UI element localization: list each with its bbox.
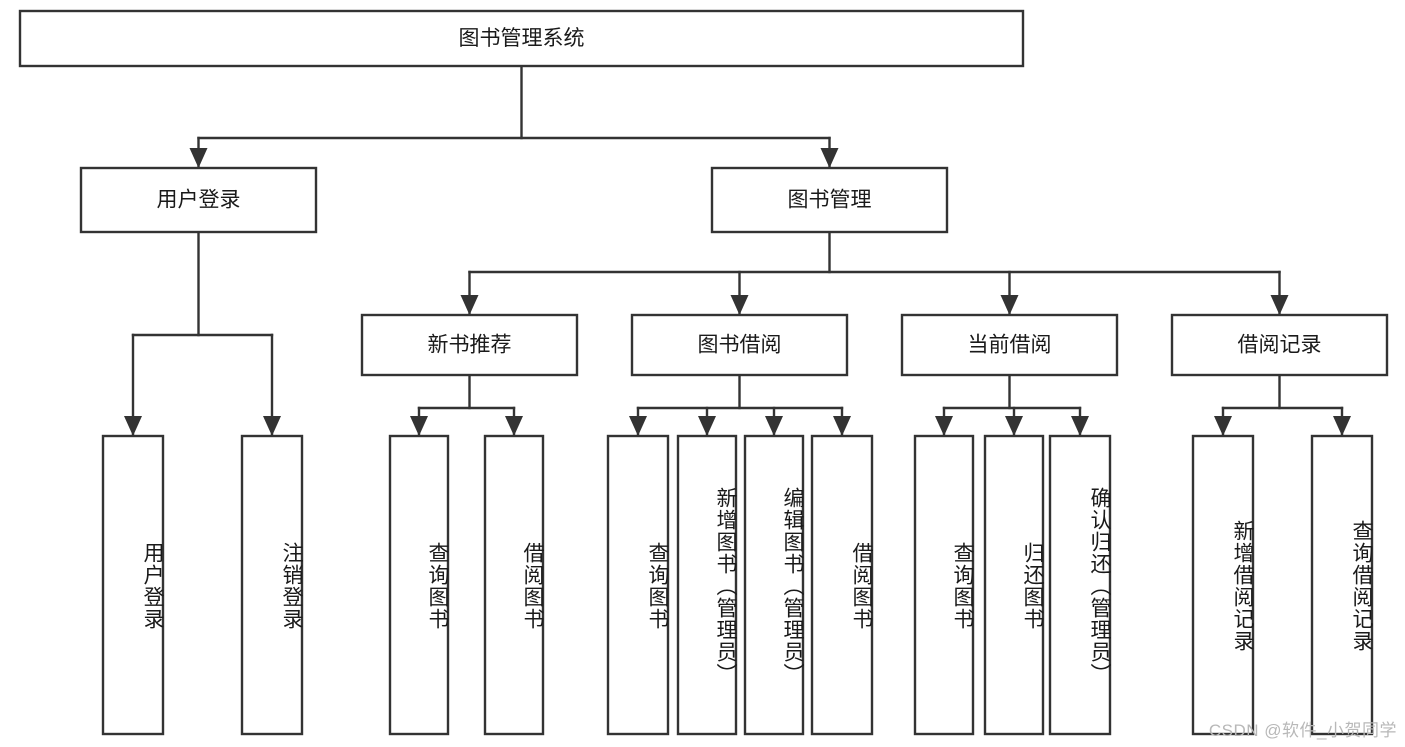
node-l2-book-mgmt[interactable] <box>710 166 949 234</box>
node-label-l3-current-borrow: 当前借阅 <box>968 334 1052 357</box>
node-root[interactable] <box>18 9 1025 68</box>
node-l4-edit-book[interactable] <box>743 434 805 736</box>
node-box-l4-borrow-books-b[interactable] <box>810 434 874 736</box>
csdn-watermark: CSDN @软件_小贺同学 <box>1208 721 1397 740</box>
node-l3-current-borrow[interactable] <box>900 313 1119 377</box>
node-l4-query-books-c[interactable] <box>913 434 975 736</box>
boxes-layer <box>18 9 1389 736</box>
node-box-l4-add-book[interactable] <box>676 434 738 736</box>
node-label-root: 图书管理系统 <box>459 27 585 50</box>
node-box-l4-query-books-a[interactable] <box>388 434 450 736</box>
node-l3-new-book-rec[interactable] <box>360 313 579 377</box>
node-l2-user-login[interactable] <box>79 166 318 234</box>
node-label-l3-borrow-record: 借阅记录 <box>1238 334 1322 357</box>
node-label-l3-book-borrow: 图书借阅 <box>698 334 782 357</box>
node-box-l4-query-books-b[interactable] <box>606 434 670 736</box>
node-label-l2-book-mgmt: 图书管理 <box>788 189 872 212</box>
node-box-l3-current-borrow[interactable] <box>900 313 1119 377</box>
node-l4-query-books-a[interactable] <box>388 434 450 736</box>
node-l4-borrow-books-b[interactable] <box>810 434 874 736</box>
node-box-l4-add-record[interactable] <box>1191 434 1255 736</box>
edges-layer <box>124 64 1351 437</box>
node-l3-borrow-record[interactable] <box>1170 313 1389 377</box>
node-l4-return-book[interactable] <box>983 434 1045 736</box>
node-l4-user-login[interactable] <box>101 434 165 736</box>
node-l4-query-record[interactable] <box>1310 434 1374 736</box>
node-l4-add-record[interactable] <box>1191 434 1255 736</box>
node-box-l4-user-login[interactable] <box>101 434 165 736</box>
node-box-root[interactable] <box>18 9 1025 68</box>
node-box-l4-return-book[interactable] <box>983 434 1045 736</box>
node-l4-borrow-books-a[interactable] <box>483 434 545 736</box>
node-l4-logout[interactable] <box>240 434 304 736</box>
node-l4-add-book[interactable] <box>676 434 738 736</box>
node-l3-book-borrow[interactable] <box>630 313 849 377</box>
node-box-l3-borrow-record[interactable] <box>1170 313 1389 377</box>
node-box-l3-new-book-rec[interactable] <box>360 313 579 377</box>
node-box-l2-user-login[interactable] <box>79 166 318 234</box>
node-box-l4-query-record[interactable] <box>1310 434 1374 736</box>
node-box-l4-query-books-c[interactable] <box>913 434 975 736</box>
node-box-l2-book-mgmt[interactable] <box>710 166 949 234</box>
node-box-l3-book-borrow[interactable] <box>630 313 849 377</box>
node-box-l4-confirm-return[interactable] <box>1048 434 1112 736</box>
node-box-l4-logout[interactable] <box>240 434 304 736</box>
node-l4-confirm-return[interactable] <box>1048 434 1112 736</box>
node-box-l4-borrow-books-a[interactable] <box>483 434 545 736</box>
node-label-l3-new-book-rec: 新书推荐 <box>428 334 512 357</box>
node-label-l2-user-login: 用户登录 <box>157 189 241 212</box>
node-box-l4-edit-book[interactable] <box>743 434 805 736</box>
node-l4-query-books-b[interactable] <box>606 434 670 736</box>
